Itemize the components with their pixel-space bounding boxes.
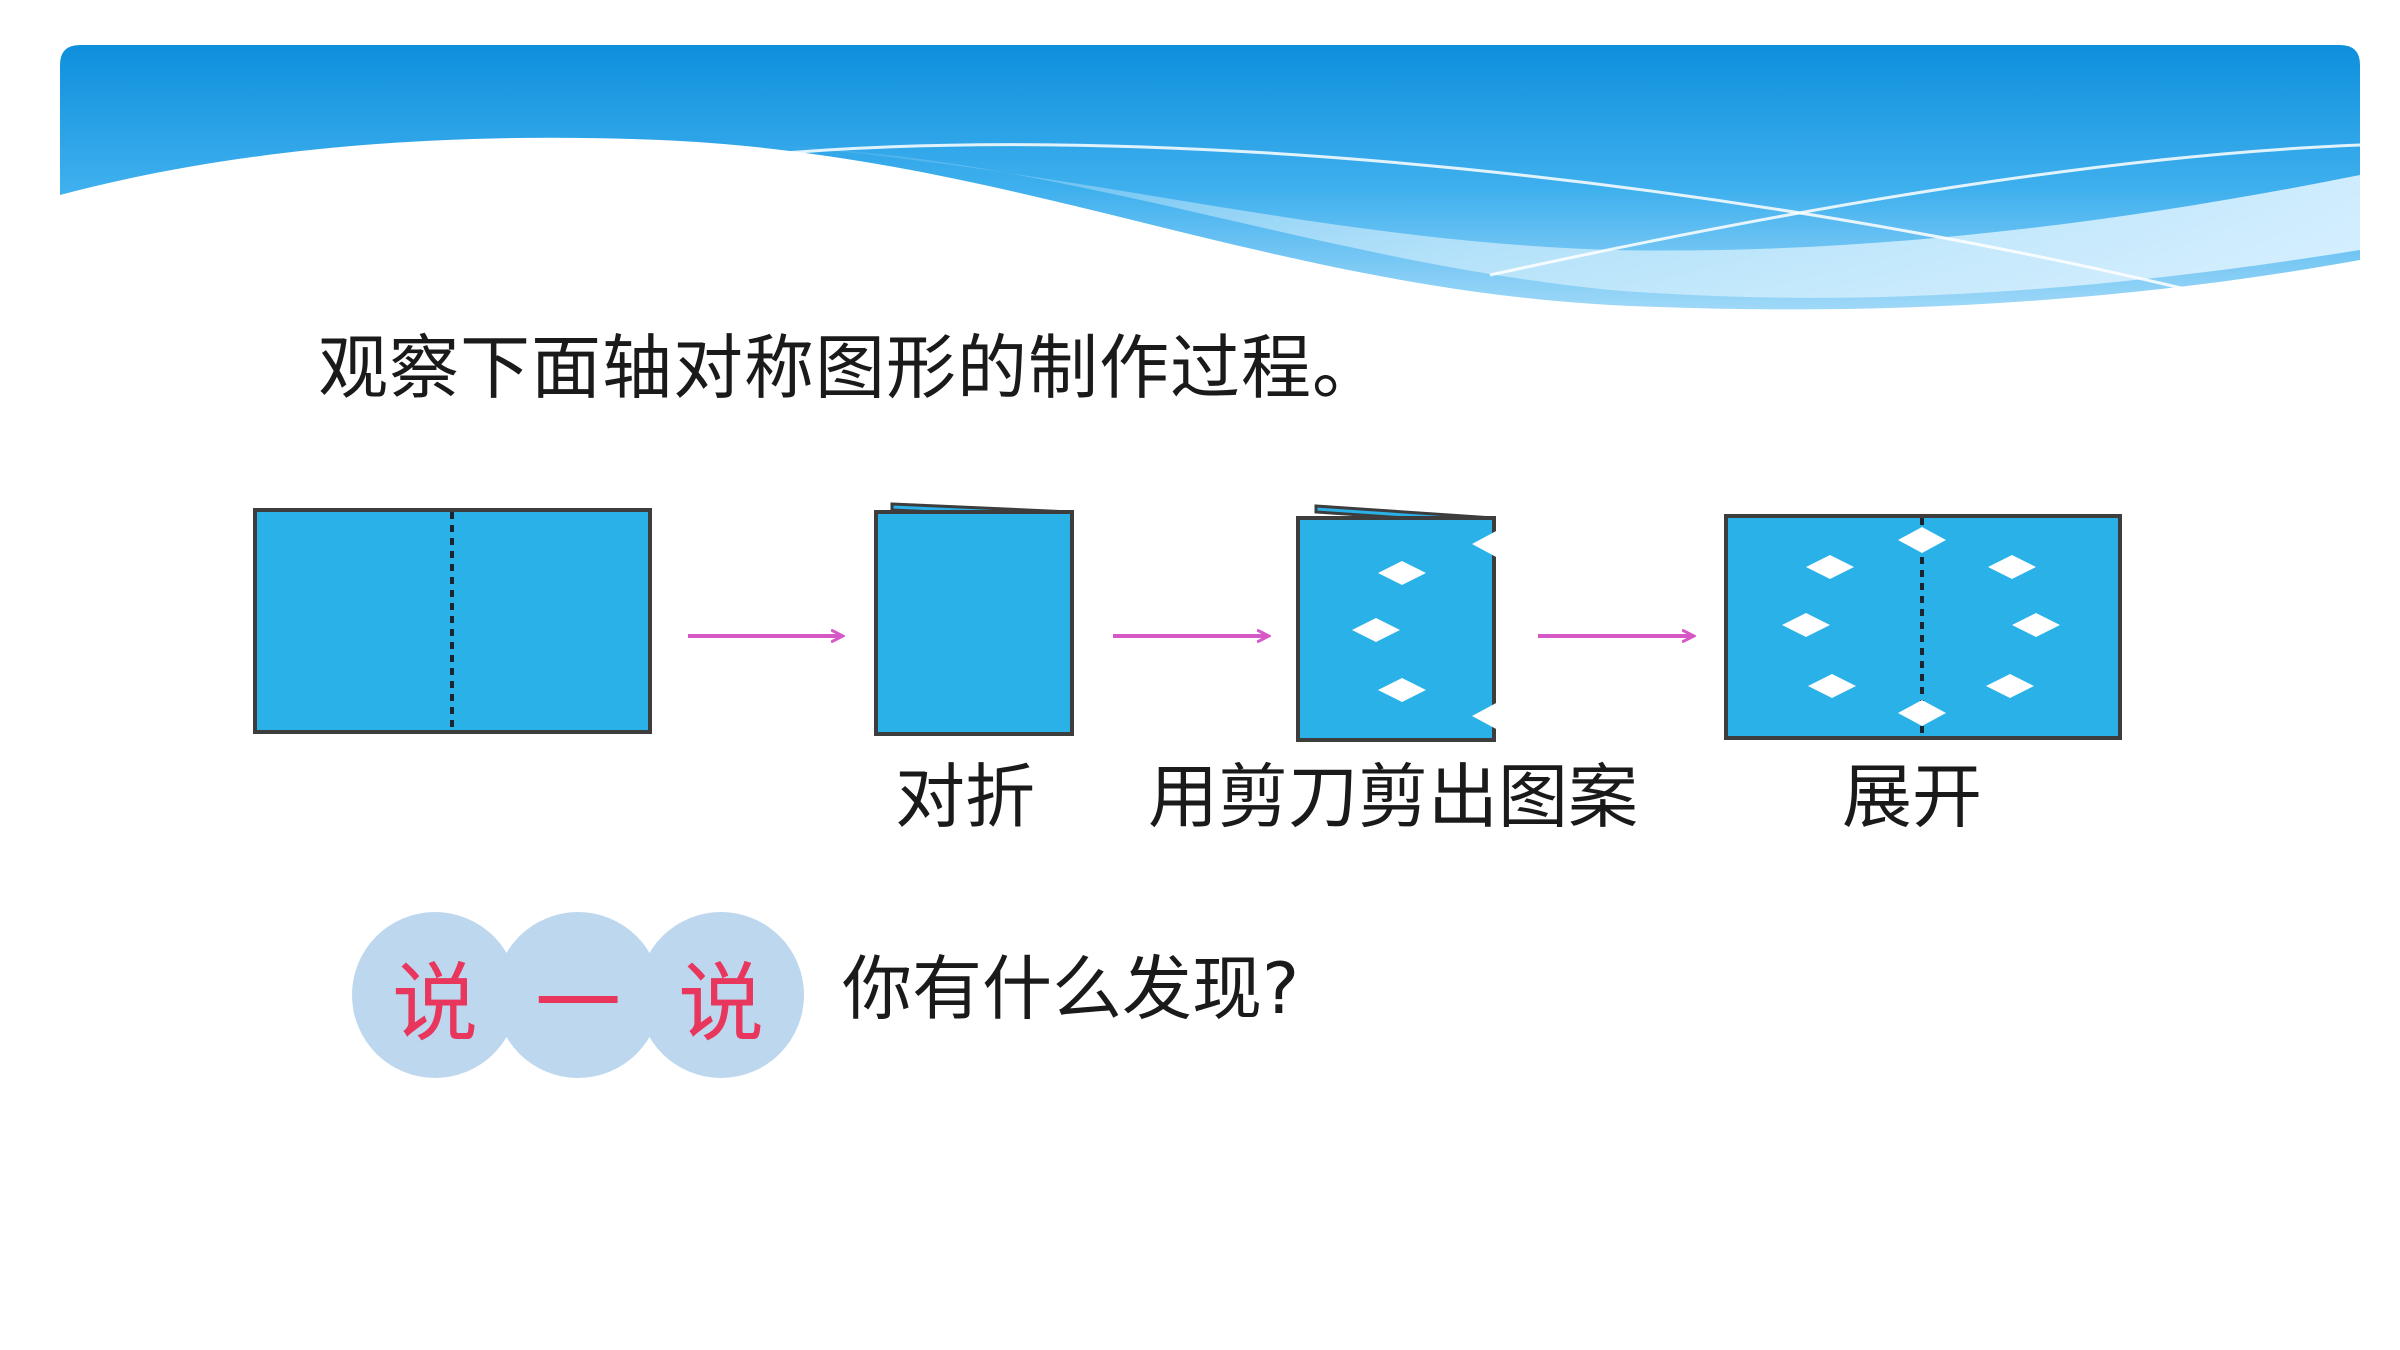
diamond-cutout xyxy=(2012,613,2060,637)
diamond-cutout xyxy=(1808,674,1856,698)
diamond-cutout xyxy=(1988,555,2036,579)
diamond-cutout xyxy=(1898,527,1946,553)
diamond-cutout xyxy=(1806,555,1854,579)
paper-flat xyxy=(253,508,652,734)
half-diamond-cutout xyxy=(1472,530,1498,558)
talk-char: 说 xyxy=(678,953,764,1054)
discussion-question: 你有什么发现? xyxy=(842,948,1300,1030)
paper-unfolded xyxy=(1724,514,2122,740)
step-label-fold: 对折 xyxy=(895,756,1035,838)
talk-bubble: 一 xyxy=(495,912,661,1078)
diamond-cutout xyxy=(1782,613,1830,637)
page-title: 观察下面轴对称图形的制作过程。 xyxy=(318,327,1383,409)
talk-char: 说 xyxy=(392,953,478,1054)
diamond-cutout xyxy=(1378,678,1426,702)
step-label-cut: 用剪刀剪出图案 xyxy=(1148,756,1638,838)
diamond-cutout xyxy=(1352,618,1400,642)
step-label-unfold: 展开 xyxy=(1842,756,1982,838)
talk-bubble: 说 xyxy=(638,912,804,1078)
half-diamond-cutout xyxy=(1472,702,1498,730)
diamond-cutout xyxy=(1378,561,1426,585)
talk-bubble: 说 xyxy=(352,912,518,1078)
diamond-cutout xyxy=(1986,674,2034,698)
talk-badge: 说 一 说 xyxy=(352,912,804,1078)
paper-cut xyxy=(1296,504,1498,742)
talk-char: 一 xyxy=(535,953,621,1054)
paper-folded xyxy=(874,502,1074,736)
wave-banner xyxy=(60,45,2360,310)
diamond-cutout xyxy=(1898,700,1946,726)
